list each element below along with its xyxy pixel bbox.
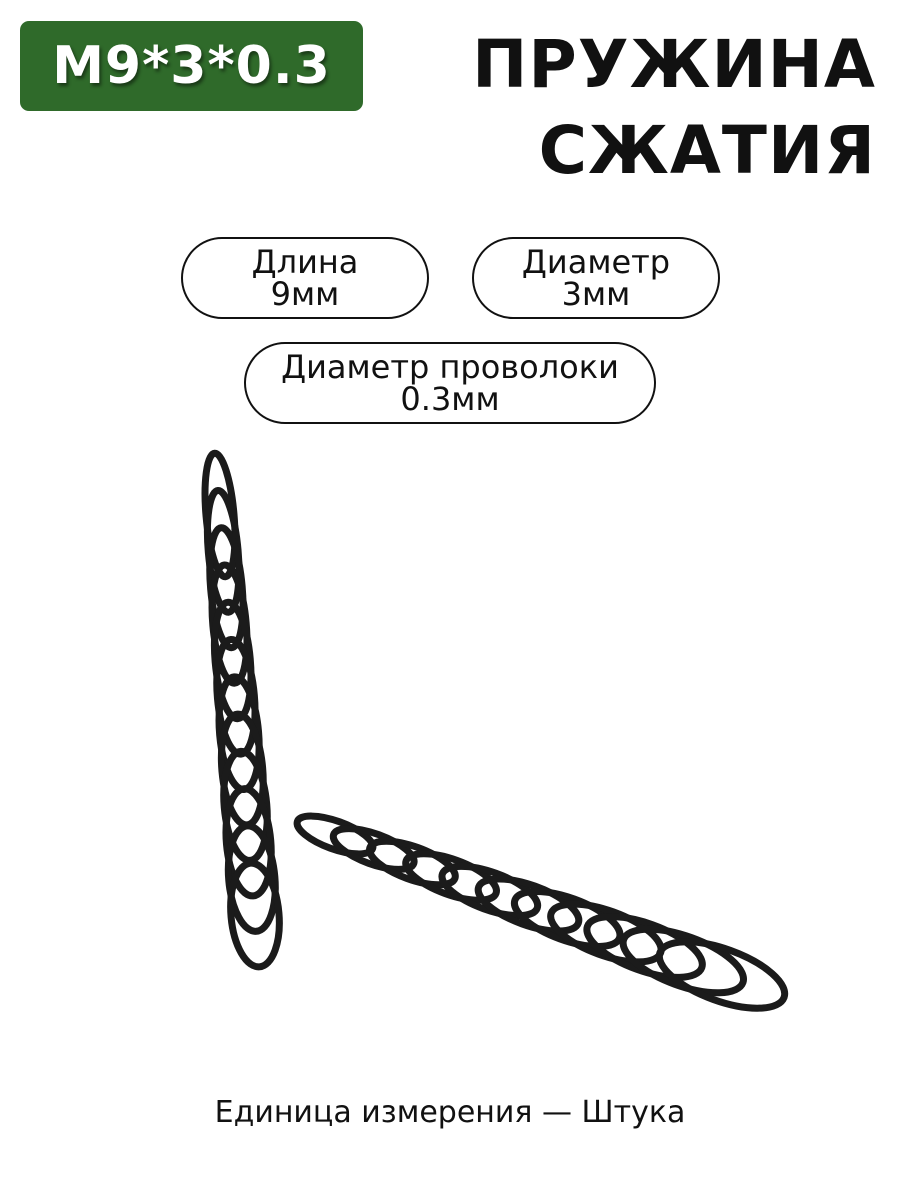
springs-photo: [201, 449, 789, 1012]
spring-coil: [402, 850, 500, 904]
unit-of-measure: Единица измерения — Штука: [214, 1095, 686, 1130]
spring-coil: [222, 785, 275, 900]
size-badge-label: M9*3*0.3: [52, 36, 331, 96]
spec-wire-diameter: Диаметр проволоки 0.3мм: [244, 342, 656, 424]
product-title-line-2: СЖАТИЯ: [538, 112, 876, 189]
spring-coil: [366, 837, 459, 889]
spec-diameter: Диаметр 3мм: [472, 237, 720, 319]
spring-vertical-image: [201, 449, 283, 971]
spring-coil: [547, 900, 665, 966]
spec-diameter-value: 3мм: [561, 275, 631, 313]
spring-coil: [474, 875, 583, 935]
spec-length: Длина 9мм: [181, 237, 429, 319]
spec-wire-diameter-value: 0.3мм: [400, 380, 500, 418]
size-badge: M9*3*0.3: [20, 21, 363, 111]
spring-coil: [329, 825, 418, 873]
spring-coil: [224, 822, 279, 935]
spring-diagonal-image: [293, 812, 789, 1012]
product-title-line-1: ПРУЖИНА: [472, 26, 876, 103]
spring-coil: [227, 859, 283, 971]
spring-coil: [583, 913, 706, 981]
spec-wire-diameter-name: Диаметр проволоки: [281, 348, 619, 386]
spring-coil: [619, 925, 748, 997]
spring-coil: [510, 888, 624, 950]
spring-coil: [655, 938, 789, 1012]
spec-length-name: Длина: [251, 243, 359, 281]
spec-diameter-name: Диаметр: [521, 243, 671, 281]
product-title: ПРУЖИНА СЖАТИЯ: [472, 22, 876, 194]
spring-coil: [438, 862, 542, 920]
spec-length-value: 9мм: [270, 275, 340, 313]
